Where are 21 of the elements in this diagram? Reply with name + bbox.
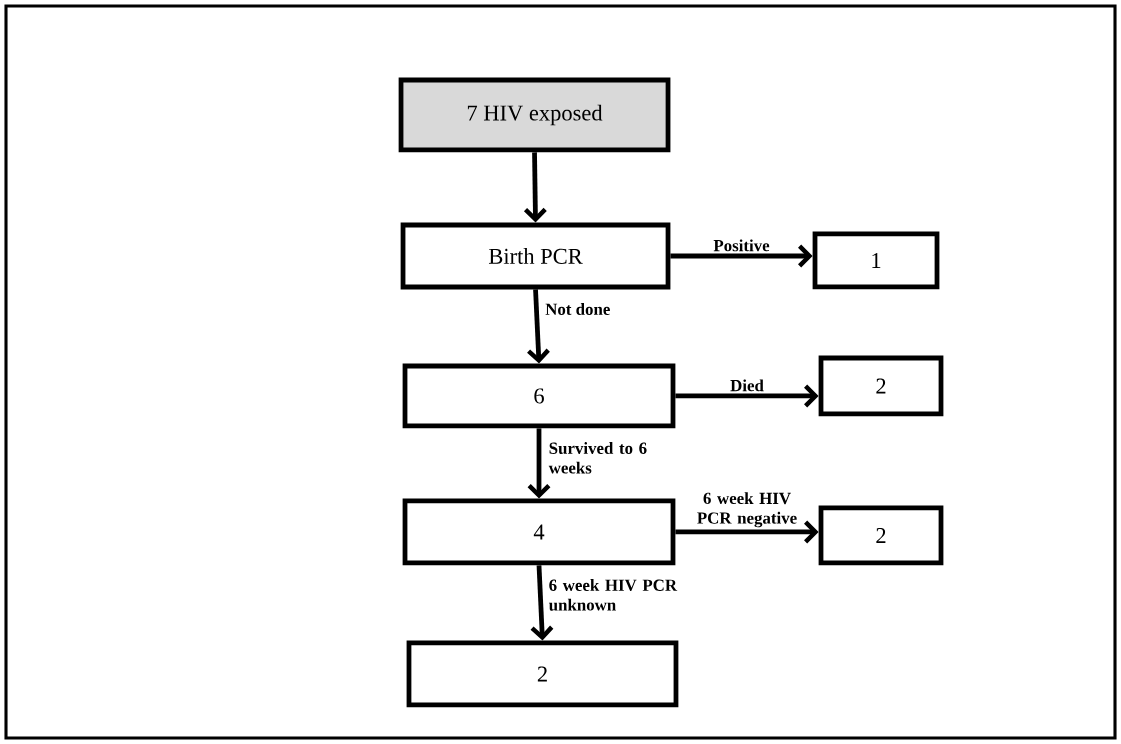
process-box: 6 bbox=[402, 363, 676, 429]
process-box: 1 bbox=[812, 231, 940, 290]
arrow bbox=[675, 520, 819, 544]
edge-label: Not done bbox=[545, 303, 610, 315]
process-box: 4 bbox=[402, 498, 676, 566]
process-box: Birth PCR bbox=[400, 222, 671, 290]
arrow bbox=[670, 244, 813, 268]
edge-label: Died bbox=[730, 379, 764, 392]
arrow bbox=[527, 428, 551, 499]
process-box: 2 bbox=[406, 640, 679, 708]
edge-label: 6 week HIV PCR unknown bbox=[548, 579, 678, 611]
process-box: 2 bbox=[818, 355, 944, 417]
process-box: 2 bbox=[818, 505, 944, 566]
arrow bbox=[530, 565, 554, 641]
edge-label: Survived to 6 weeks bbox=[548, 442, 647, 474]
arrow bbox=[523, 152, 547, 223]
arrow bbox=[527, 289, 550, 364]
arrow bbox=[675, 384, 819, 408]
edge-label: Positive bbox=[713, 239, 770, 252]
process-box: 7 HIV exposed bbox=[398, 77, 671, 153]
edge-label: 6 week HIV PCR negative bbox=[697, 492, 797, 528]
